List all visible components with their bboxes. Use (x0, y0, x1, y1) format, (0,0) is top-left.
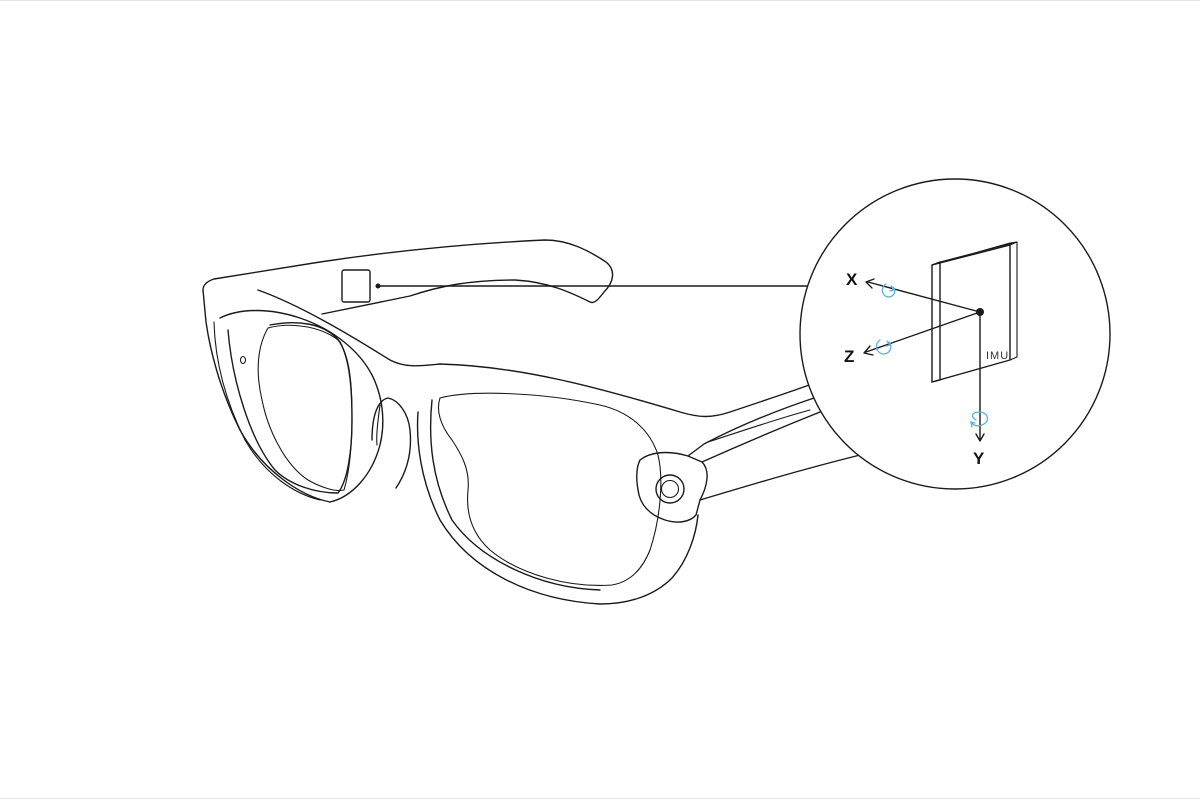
x-rotation-arrowhead (889, 285, 896, 292)
left-lens-rim-inner (227, 322, 353, 494)
glasses-frame (202, 239, 861, 605)
x-rotation-arrow (881, 283, 896, 298)
axis-origin (976, 308, 984, 316)
z-rotation-arrowhead (885, 340, 892, 347)
left-temple-arm (202, 239, 614, 315)
left-sensor-dot (239, 355, 247, 365)
imu-block-edge (1009, 241, 1018, 361)
y-axis-label: Y (973, 449, 985, 468)
nose-bridge (371, 397, 412, 489)
z-axis-arrowhead (863, 345, 874, 356)
right-lens-rim-outer (416, 411, 699, 605)
right-temple-arm-ridge (707, 409, 811, 443)
y-axis-arrowhead (975, 433, 985, 442)
right-temple-arm-lower (699, 454, 861, 501)
imu-chip (341, 269, 371, 303)
brow-line (257, 289, 813, 418)
right-temple-arm-middle (701, 411, 821, 463)
imu-chip-on-temple (341, 269, 381, 303)
right-lens-rim-inner (429, 399, 601, 591)
z-axis-label: Z (844, 347, 854, 366)
bottom-border (0, 798, 1200, 799)
nose-pad (376, 404, 381, 446)
camera-lens-inner (660, 479, 680, 499)
y-rotation-arrowhead (970, 421, 976, 428)
camera-lens-outer (655, 474, 685, 504)
z-rotation-arrow (875, 339, 892, 355)
y-rotation-arrow (971, 411, 989, 427)
imu-block-top (931, 241, 1018, 266)
x-axis-line (867, 281, 981, 313)
callout-circle (799, 178, 1111, 490)
x-axis-arrowhead (865, 278, 875, 289)
right-lens-glass (437, 392, 662, 586)
imu-label: IMU (986, 350, 1009, 362)
right-temple-arm-upper (687, 397, 815, 457)
top-border (0, 0, 1200, 1)
x-axis-label: X (846, 270, 858, 289)
callout-zoom: X Z Y IMU (799, 178, 1111, 490)
z-axis-line (865, 311, 981, 353)
right-hinge-block (635, 451, 708, 523)
left-lens-rim-outer (219, 309, 384, 503)
left-front-edge (213, 321, 321, 501)
left-lens-glass (257, 324, 353, 492)
